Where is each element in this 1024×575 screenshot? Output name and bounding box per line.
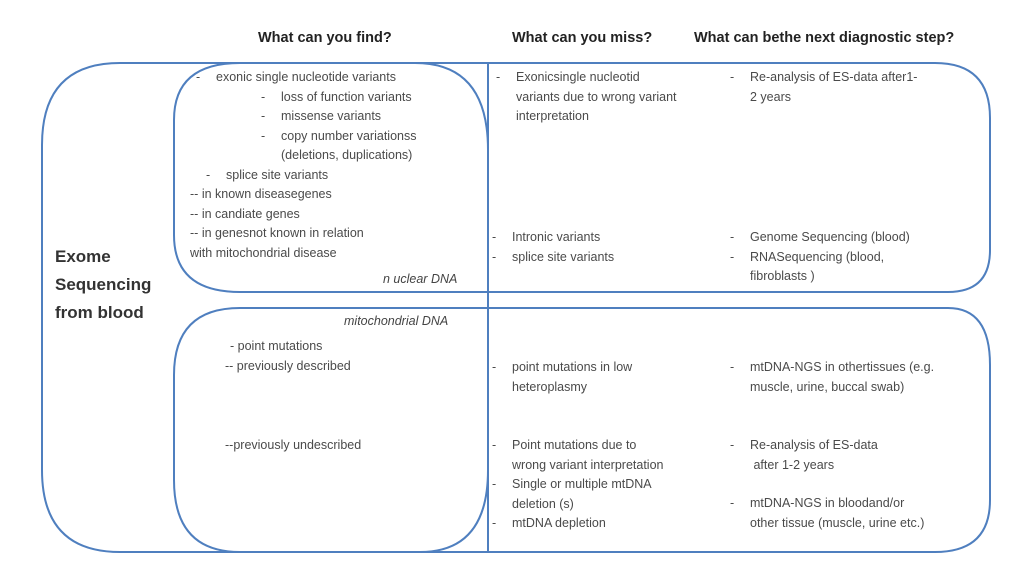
mito-next-group-2b: -mtDNA-NGS in bloodand/or other tissue (… (730, 494, 924, 533)
list-item: -RNASequencing (blood, (730, 249, 885, 264)
list-item: -Point mutations due to (492, 438, 637, 452)
list-item: after 1-2 years (750, 457, 835, 472)
mito-find-group-2: --previously undescribed (225, 436, 361, 456)
nuclear-next-group-1: -Re-analysis of ES-data after1- 2 years (730, 68, 917, 107)
exome-sequencing-label: Exome Sequencing from blood (55, 243, 151, 327)
list-item: -Single or multiple mtDNA (492, 477, 652, 491)
list-item: -exonic single nucleotide variants (196, 70, 396, 84)
list-item: -Genome Sequencing (blood) (730, 230, 910, 244)
list-item: -Intronic variants (492, 230, 601, 244)
nuclear-find-list: -exonic single nucleotide variants -loss… (190, 68, 417, 263)
list-item: -- in candiate genes (190, 206, 300, 221)
list-item: heteroplasmy (512, 379, 588, 394)
list-item: -- previously described (225, 358, 351, 373)
mitochondrial-dna-label: mitochondrial DNA (344, 314, 449, 328)
list-item: -splice site variants (492, 249, 615, 264)
mito-find-box (419, 308, 489, 553)
list-item: -mtDNA-NGS in othertissues (e.g. (730, 360, 935, 374)
mito-miss-group-2: -Point mutations due to wrong variant in… (492, 436, 663, 534)
list-item: deletion (s) (512, 496, 574, 511)
list-item: -Exonicsingle nucleotid (496, 70, 640, 84)
list-item: - point mutations (230, 339, 323, 353)
list-item: -point mutations in low (492, 360, 633, 374)
list-item: -loss of function variants (261, 89, 412, 104)
list-item: with mitochondrial disease (190, 245, 337, 260)
mito-find-group-1: - point mutations -- previously describe… (225, 337, 351, 376)
list-item: fibroblasts ) (750, 269, 815, 283)
side-label-line: Sequencing (55, 275, 152, 294)
list-item: -Re-analysis of ES-data after1- (730, 70, 918, 84)
nuclear-find-box (210, 62, 489, 292)
header-next: What can bethe next diagnostic step? (694, 30, 955, 46)
mito-next-group-2a: -Re-analysis of ES-data after 1-2 years (730, 436, 878, 475)
list-item: -mtDNA depletion (492, 516, 606, 530)
list-item: variants due to wrong variant (516, 89, 677, 104)
list-item: -missense variants (261, 109, 382, 123)
list-item: -copy number variationss (261, 128, 417, 143)
mito-row-box (173, 307, 991, 553)
list-item: -splice site variants (206, 167, 329, 182)
list-item: -mtDNA-NGS in bloodand/or (730, 496, 905, 510)
nuclear-miss-group-2: -Intronic variants -splice site variants (492, 228, 614, 267)
list-item: 2 years (750, 89, 791, 104)
nuclear-miss-group-1: -Exonicsingle nucleotid variants due to … (496, 68, 677, 127)
nuclear-row-box (173, 62, 991, 293)
mito-next-group-1: -mtDNA-NGS in othertissues (e.g. muscle,… (730, 358, 934, 397)
list-item: wrong variant interpretation (512, 457, 664, 472)
outer-exome-box (41, 62, 489, 553)
list-item: -- in genesnot known in relation (190, 226, 364, 240)
side-label-line: from blood (55, 303, 144, 322)
side-label-line: Exome (55, 247, 111, 266)
list-item: --previously undescribed (225, 438, 362, 452)
header-miss: What can you miss? (512, 30, 653, 46)
list-item: other tissue (muscle, urine etc.) (750, 515, 925, 530)
mito-miss-group-1: -point mutations in low heteroplasmy (492, 358, 632, 397)
nuclear-next-group-2: -Genome Sequencing (blood) -RNASequencin… (730, 228, 910, 287)
list-item: -- in known diseasegenes (190, 187, 332, 201)
nuclear-dna-label: n uclear DNA (383, 272, 458, 286)
list-item: muscle, urine, buccal swab) (750, 379, 905, 394)
list-item: (deletions, duplications) (281, 148, 413, 162)
list-item: interpretation (516, 109, 589, 123)
list-item: -Re-analysis of ES-data (730, 438, 878, 452)
header-find: What can you find? (258, 30, 392, 46)
